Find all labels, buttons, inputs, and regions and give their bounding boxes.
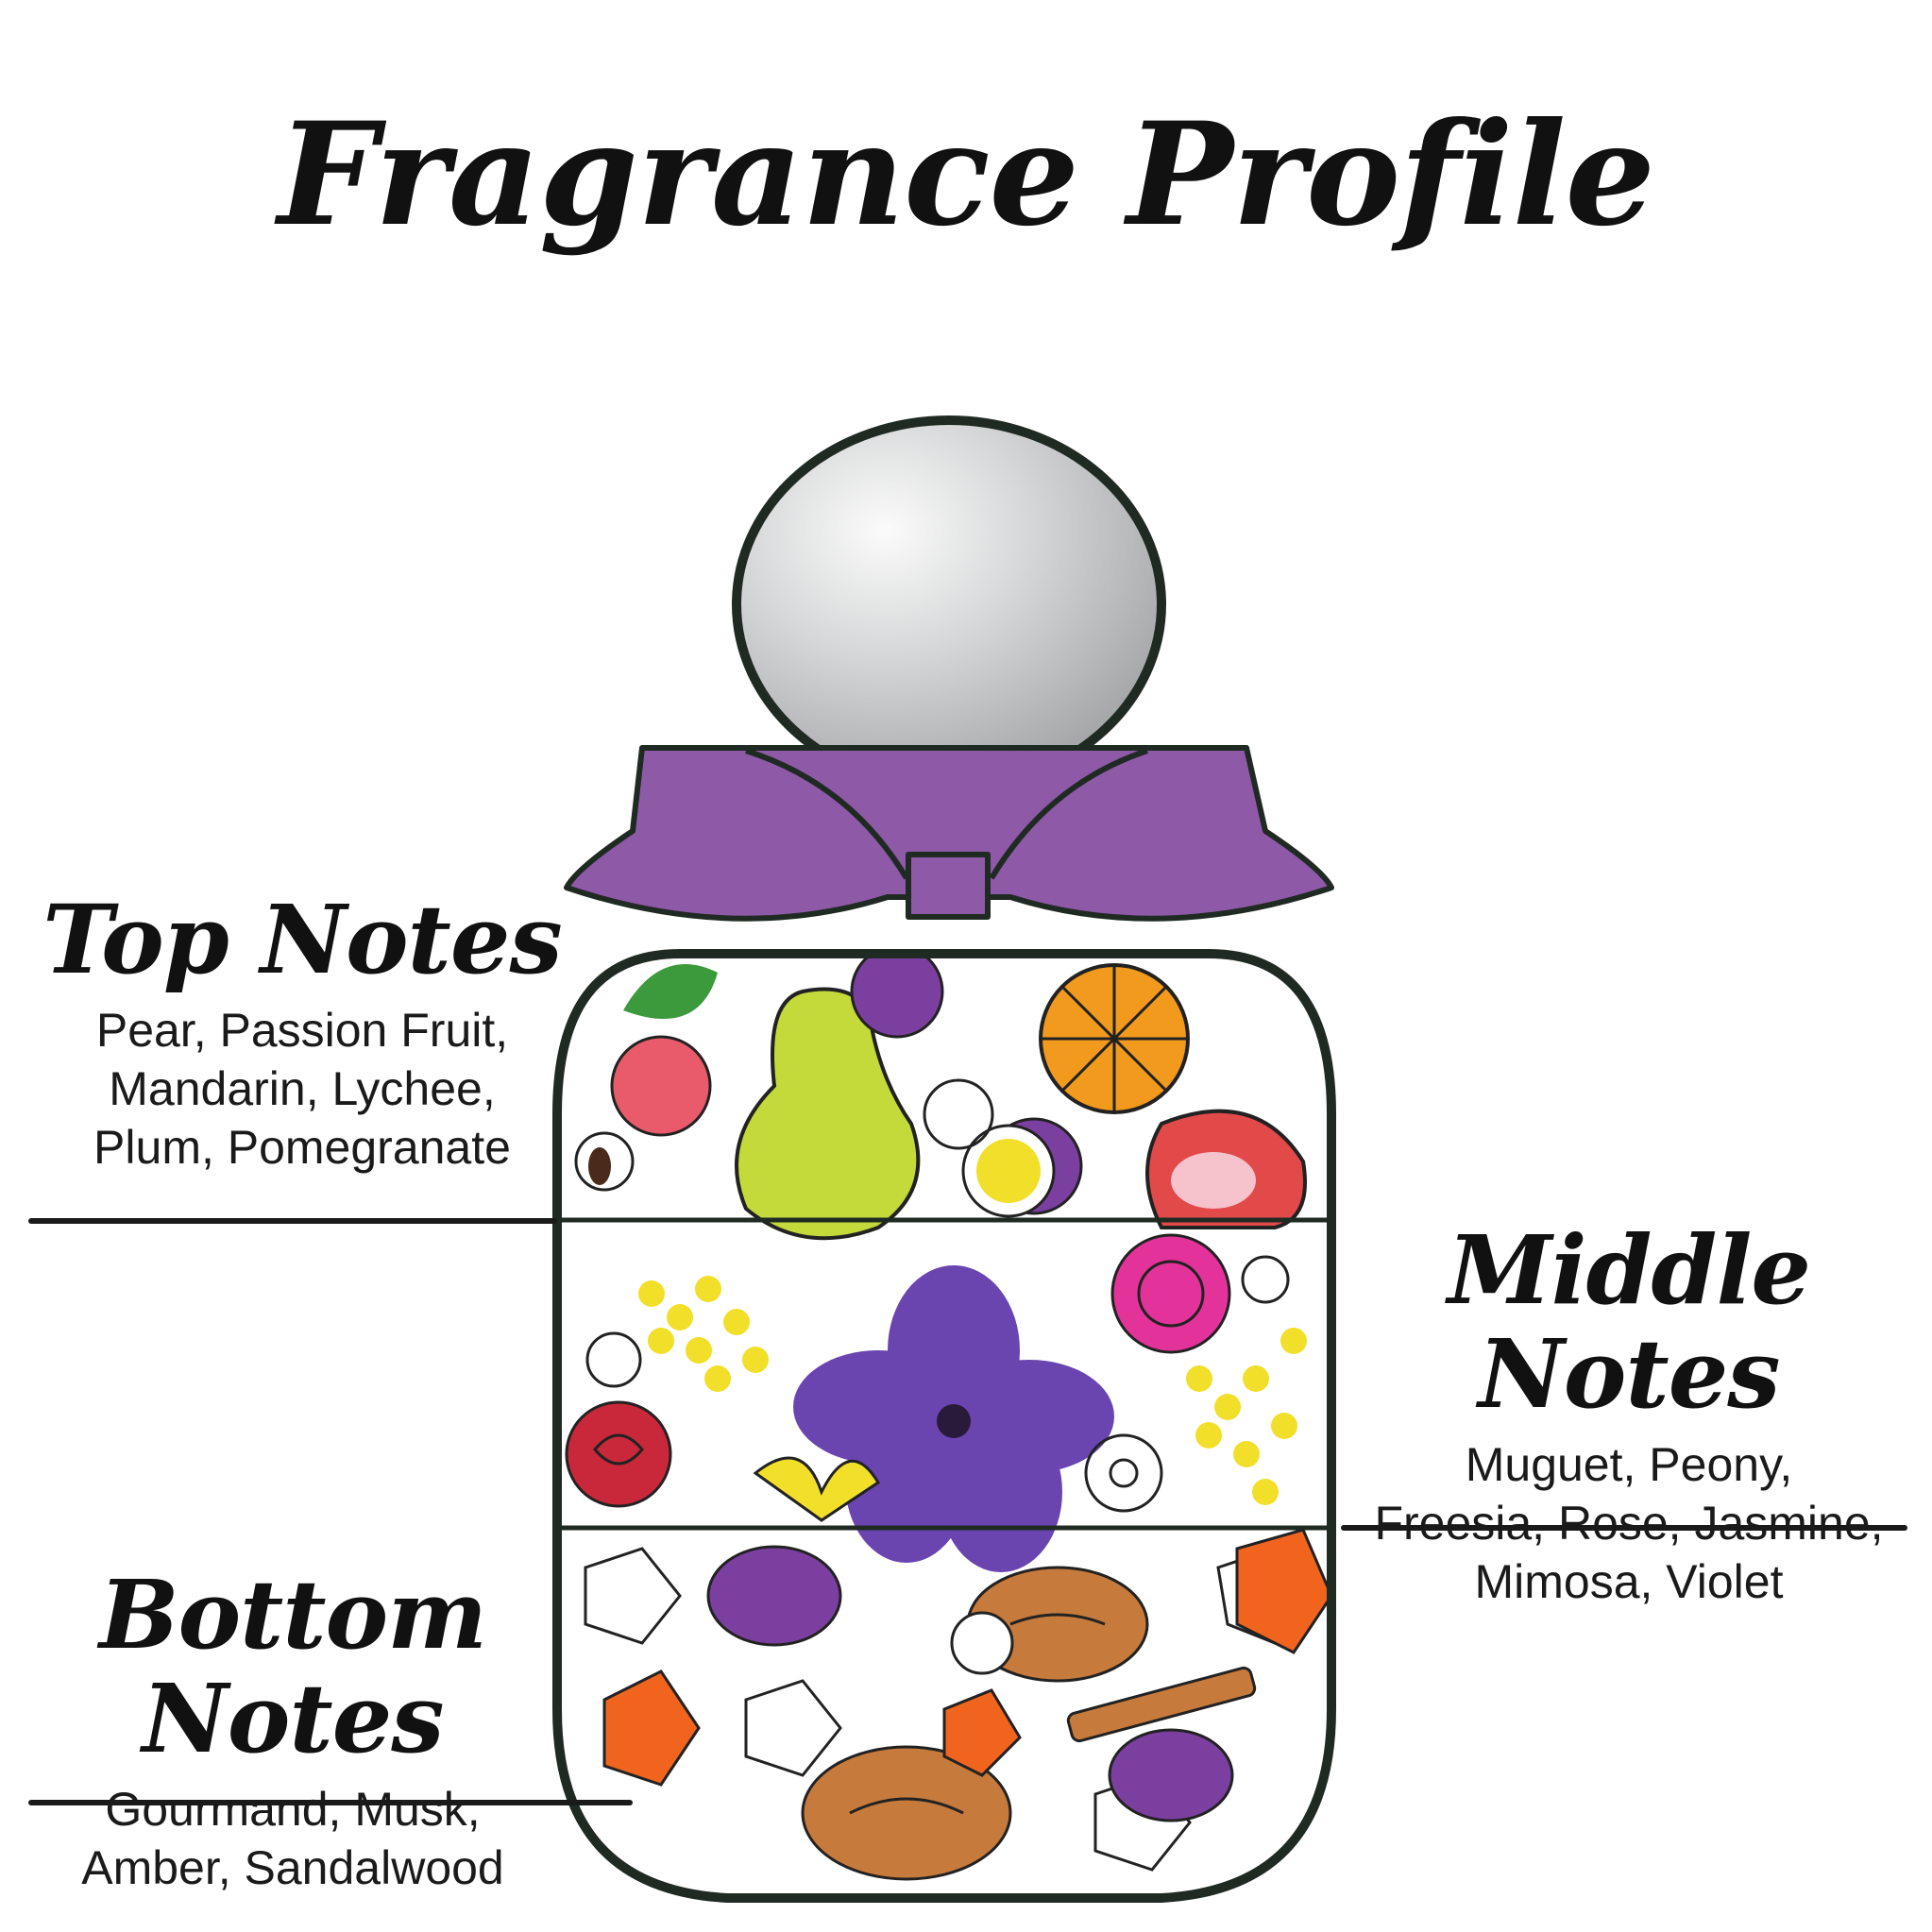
middle-notes-block: Middle Notes Muguet, Peony, Freesia, Ros… bbox=[1336, 1218, 1922, 1611]
bow-collar bbox=[564, 745, 1334, 922]
sandalwood-icon bbox=[1066, 1666, 1257, 1743]
musk-icon bbox=[950, 1611, 1014, 1675]
muguet-icon bbox=[585, 1331, 642, 1388]
rose-icon bbox=[565, 1400, 672, 1508]
bottle-cap bbox=[732, 415, 1166, 793]
mimosa-icon bbox=[638, 1276, 1307, 1505]
top-notes-line: Plum, Pomegranate bbox=[93, 1121, 511, 1174]
bottom-notes-list: Gourmand, Musk, Amber, Sandalwood bbox=[19, 1780, 567, 1897]
middle-notes-line: Mimosa, Violet bbox=[1474, 1555, 1784, 1608]
top-notes-block: Top Notes Pear, Passion Fruit, Mandarin,… bbox=[38, 888, 567, 1177]
bread-icon bbox=[801, 1566, 1149, 1881]
middle-notes-divider bbox=[1341, 1525, 1907, 1531]
middle-notes-band bbox=[565, 1233, 1307, 1572]
middle-notes-line: Muguet, Peony, bbox=[1465, 1438, 1793, 1491]
middle-notes-line: Freesia, Rose, Jasmine, bbox=[1374, 1497, 1884, 1550]
bottom-notes-heading: Bottom Notes bbox=[98, 1559, 487, 1774]
middle-notes-heading: Middle Notes bbox=[1447, 1214, 1811, 1430]
top-notes-heading: Top Notes bbox=[42, 884, 563, 995]
top-notes-line: Mandarin, Lychee, bbox=[109, 1062, 496, 1115]
leaf-icon bbox=[623, 964, 718, 1019]
freesia-icon bbox=[753, 1456, 881, 1522]
peony-icon bbox=[1110, 1233, 1231, 1354]
plum-icon bbox=[706, 1545, 1234, 1822]
plum-icon bbox=[850, 954, 944, 1039]
muguet-icon bbox=[1241, 1255, 1290, 1304]
middle-notes-list: Muguet, Peony, Freesia, Rose, Jasmine, M… bbox=[1336, 1435, 1922, 1611]
top-notes-divider bbox=[28, 1218, 557, 1224]
lychee-icon bbox=[610, 1035, 712, 1137]
amber-icon bbox=[602, 1528, 1331, 1787]
page-title: Fragrance Profile bbox=[277, 92, 1655, 258]
bottom-notes-band bbox=[584, 1528, 1331, 1881]
bottle-body bbox=[557, 954, 1331, 1898]
top-notes-list: Pear, Passion Fruit, Mandarin, Lychee, P… bbox=[38, 1001, 567, 1177]
jasmine-icon bbox=[1084, 1433, 1163, 1513]
violet-flower-icon bbox=[793, 1265, 1114, 1572]
bottom-notes-line: Gourmand, Musk, bbox=[105, 1783, 481, 1836]
top-notes-band bbox=[574, 954, 1307, 1241]
bottom-notes-divider bbox=[28, 1800, 633, 1805]
top-notes-line: Pear, Passion Fruit, bbox=[95, 1004, 509, 1057]
bottom-notes-block: Bottom Notes Gourmand, Musk, Amber, Sand… bbox=[19, 1563, 567, 1897]
bottom-notes-line: Amber, Sandalwood bbox=[81, 1841, 504, 1894]
